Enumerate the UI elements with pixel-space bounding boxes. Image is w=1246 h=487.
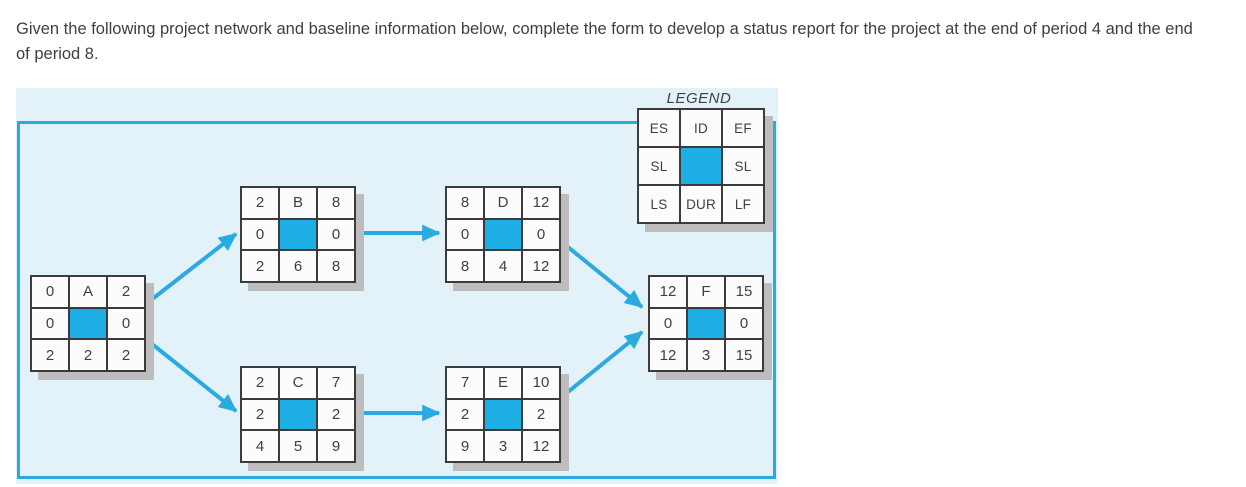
es-cell: 12 xyxy=(650,277,686,307)
activity-node-E: 7 E 10 2 2 9 3 12 xyxy=(445,366,561,463)
ls-cell: 8 xyxy=(447,251,483,281)
ef-cell: 10 xyxy=(523,368,559,398)
lf-cell: 12 xyxy=(523,251,559,281)
legend-sl-left-cell: SL xyxy=(639,148,679,184)
ls-cell: 12 xyxy=(650,340,686,370)
ef-cell: 15 xyxy=(726,277,762,307)
ef-cell: 2 xyxy=(108,277,144,307)
legend-center-fill-cell xyxy=(681,148,721,184)
legend-ls-cell: LS xyxy=(639,186,679,222)
activity-node-D: 8 D 12 0 0 8 4 12 xyxy=(445,186,561,283)
sl-right-cell: 0 xyxy=(523,219,559,250)
ls-cell: 9 xyxy=(447,431,483,461)
legend-id-cell: ID xyxy=(681,110,721,146)
dur-cell: 3 xyxy=(485,431,521,461)
sl-left-cell: 2 xyxy=(447,399,483,430)
legend-lf-cell: LF xyxy=(723,186,763,222)
activity-node-B: 2 B 8 0 0 2 6 8 xyxy=(240,186,356,283)
ls-cell: 2 xyxy=(32,340,68,370)
ls-cell: 2 xyxy=(242,251,278,281)
sl-right-cell: 2 xyxy=(523,399,559,430)
lf-cell: 8 xyxy=(318,251,354,281)
diagram-border xyxy=(17,121,776,479)
legend-ef-cell: EF xyxy=(723,110,763,146)
id-cell: A xyxy=(70,277,106,307)
sl-left-cell: 0 xyxy=(650,308,686,339)
sl-right-cell: 0 xyxy=(318,219,354,250)
es-cell: 2 xyxy=(242,188,278,218)
ef-cell: 7 xyxy=(318,368,354,398)
sl-left-cell: 2 xyxy=(242,399,278,430)
es-cell: 2 xyxy=(242,368,278,398)
id-cell: C xyxy=(280,368,316,398)
es-cell: 7 xyxy=(447,368,483,398)
sl-left-cell: 0 xyxy=(242,219,278,250)
es-cell: 8 xyxy=(447,188,483,218)
sl-right-cell: 0 xyxy=(726,308,762,339)
activity-node-C: 2 C 7 2 2 4 5 9 xyxy=(240,366,356,463)
dur-cell: 5 xyxy=(280,431,316,461)
lf-cell: 9 xyxy=(318,431,354,461)
lf-cell: 15 xyxy=(726,340,762,370)
legend-sl-right-cell: SL xyxy=(723,148,763,184)
sl-right-cell: 0 xyxy=(108,308,144,339)
lf-cell: 2 xyxy=(108,340,144,370)
center-fill-cell xyxy=(70,308,106,339)
network-diagram-panel: LEGEND ES ID EF SL SL LS DUR LF 0 A 2 0 … xyxy=(16,88,778,484)
center-fill-cell xyxy=(688,308,724,339)
id-cell: E xyxy=(485,368,521,398)
ls-cell: 4 xyxy=(242,431,278,461)
legend-es-cell: ES xyxy=(639,110,679,146)
legend-box: ES ID EF SL SL LS DUR LF xyxy=(637,108,765,224)
id-cell: F xyxy=(688,277,724,307)
activity-node-F: 12 F 15 0 0 12 3 15 xyxy=(648,275,764,372)
center-fill-cell xyxy=(485,219,521,250)
dur-cell: 6 xyxy=(280,251,316,281)
dur-cell: 3 xyxy=(688,340,724,370)
ef-cell: 12 xyxy=(523,188,559,218)
lf-cell: 12 xyxy=(523,431,559,461)
es-cell: 0 xyxy=(32,277,68,307)
ef-cell: 8 xyxy=(318,188,354,218)
legend-dur-cell: DUR xyxy=(681,186,721,222)
problem-statement: Given the following project network and … xyxy=(16,20,1193,63)
sl-right-cell: 2 xyxy=(318,399,354,430)
sl-left-cell: 0 xyxy=(32,308,68,339)
sl-left-cell: 0 xyxy=(447,219,483,250)
center-fill-cell xyxy=(485,399,521,430)
dur-cell: 4 xyxy=(485,251,521,281)
dur-cell: 2 xyxy=(70,340,106,370)
legend-title: LEGEND xyxy=(666,90,732,107)
id-cell: D xyxy=(485,188,521,218)
center-fill-cell xyxy=(280,399,316,430)
center-fill-cell xyxy=(280,219,316,250)
id-cell: B xyxy=(280,188,316,218)
activity-node-A: 0 A 2 0 0 2 2 2 xyxy=(30,275,146,372)
